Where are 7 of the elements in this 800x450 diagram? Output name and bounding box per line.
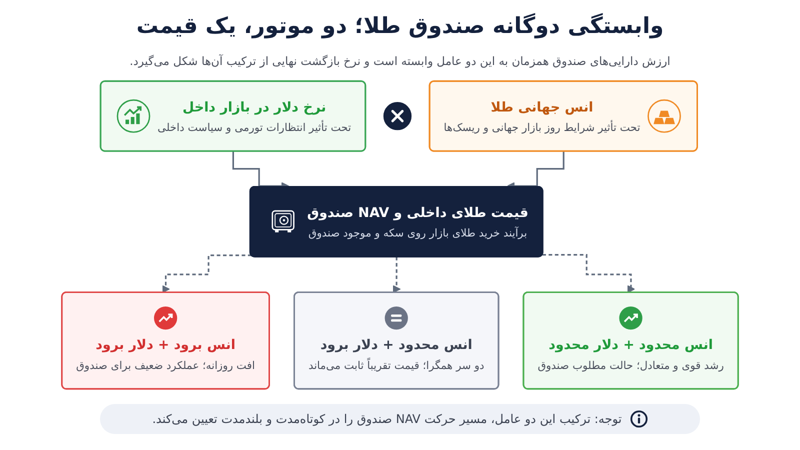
note-text: توجه: ترکیب این دو عامل، مسیر حرکت NAV صندوق را در کوتاه‌مدت و بلندمدت تعیین می‌کند.	[152, 412, 622, 426]
arrow	[162, 254, 252, 294]
arrow	[542, 254, 636, 294]
subtitle: ارزش دارایی‌های صندوق همزمان به این دو عامل وابسته است و نرخ بازگشت نهایی از ترکیب آن‌ها شکل می‌گیرد.	[130, 54, 670, 68]
diagram-title: وابستگی دوگانه صندوق طلا؛ دو موتور، یک قیمت	[135, 14, 665, 39]
node-circle	[383, 102, 412, 130]
arrow	[392, 256, 401, 294]
